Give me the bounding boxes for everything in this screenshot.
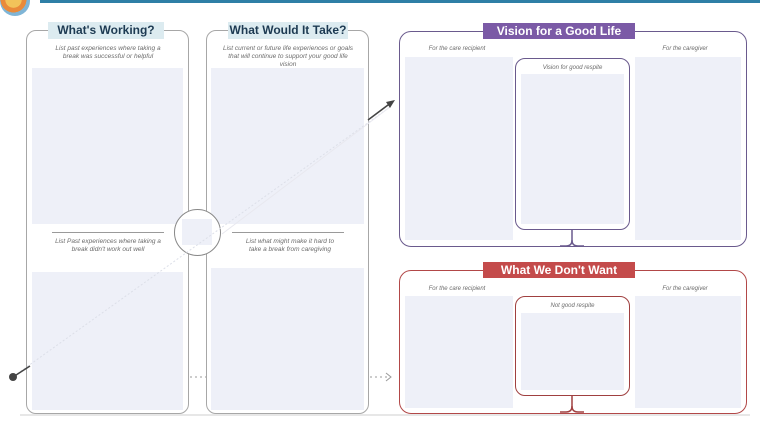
dont-want-left-label: For the care recipient: [428, 286, 486, 292]
whats-working-divider: [52, 232, 164, 233]
vision-title: Vision for a Good Life: [483, 23, 635, 39]
vision-left-area[interactable]: [405, 57, 513, 240]
vision-right-label: For the caregiver: [662, 46, 708, 52]
what-would-it-take-prompt-top: List current or future life experiences …: [222, 45, 354, 68]
dont-want-center-area[interactable]: [521, 313, 624, 390]
whats-working-top-area[interactable]: [32, 68, 183, 224]
center-circle-fill: [182, 219, 212, 245]
whats-working-prompt-bottom: List Past experiences where taking a bre…: [55, 238, 161, 253]
dont-want-center-label: Not good respite: [550, 303, 595, 309]
whats-working-title: What's Working?: [48, 22, 164, 39]
what-would-it-take-bottom-area[interactable]: [211, 268, 364, 410]
what-would-it-take-prompt-bottom: List what might make it hard to take a b…: [245, 238, 335, 253]
what-would-it-take-divider: [232, 232, 344, 233]
vision-center-area[interactable]: [521, 74, 624, 224]
vision-right-area[interactable]: [635, 57, 741, 240]
whats-working-prompt-top: List past experiences where taking a bre…: [55, 45, 161, 60]
dont-want-title: What We Don't Want: [483, 262, 635, 278]
dont-want-right-area[interactable]: [635, 296, 741, 408]
vision-center-label: Vision for good respite: [542, 65, 603, 71]
dont-want-right-label: For the caregiver: [662, 286, 708, 292]
logo-icon: [0, 0, 30, 16]
vision-left-label: For the care recipient: [428, 46, 486, 52]
top-rule: [40, 0, 760, 3]
dont-want-left-area[interactable]: [405, 296, 513, 408]
what-would-it-take-title: What Would It Take?: [228, 22, 348, 39]
whats-working-bottom-area[interactable]: [32, 272, 183, 410]
